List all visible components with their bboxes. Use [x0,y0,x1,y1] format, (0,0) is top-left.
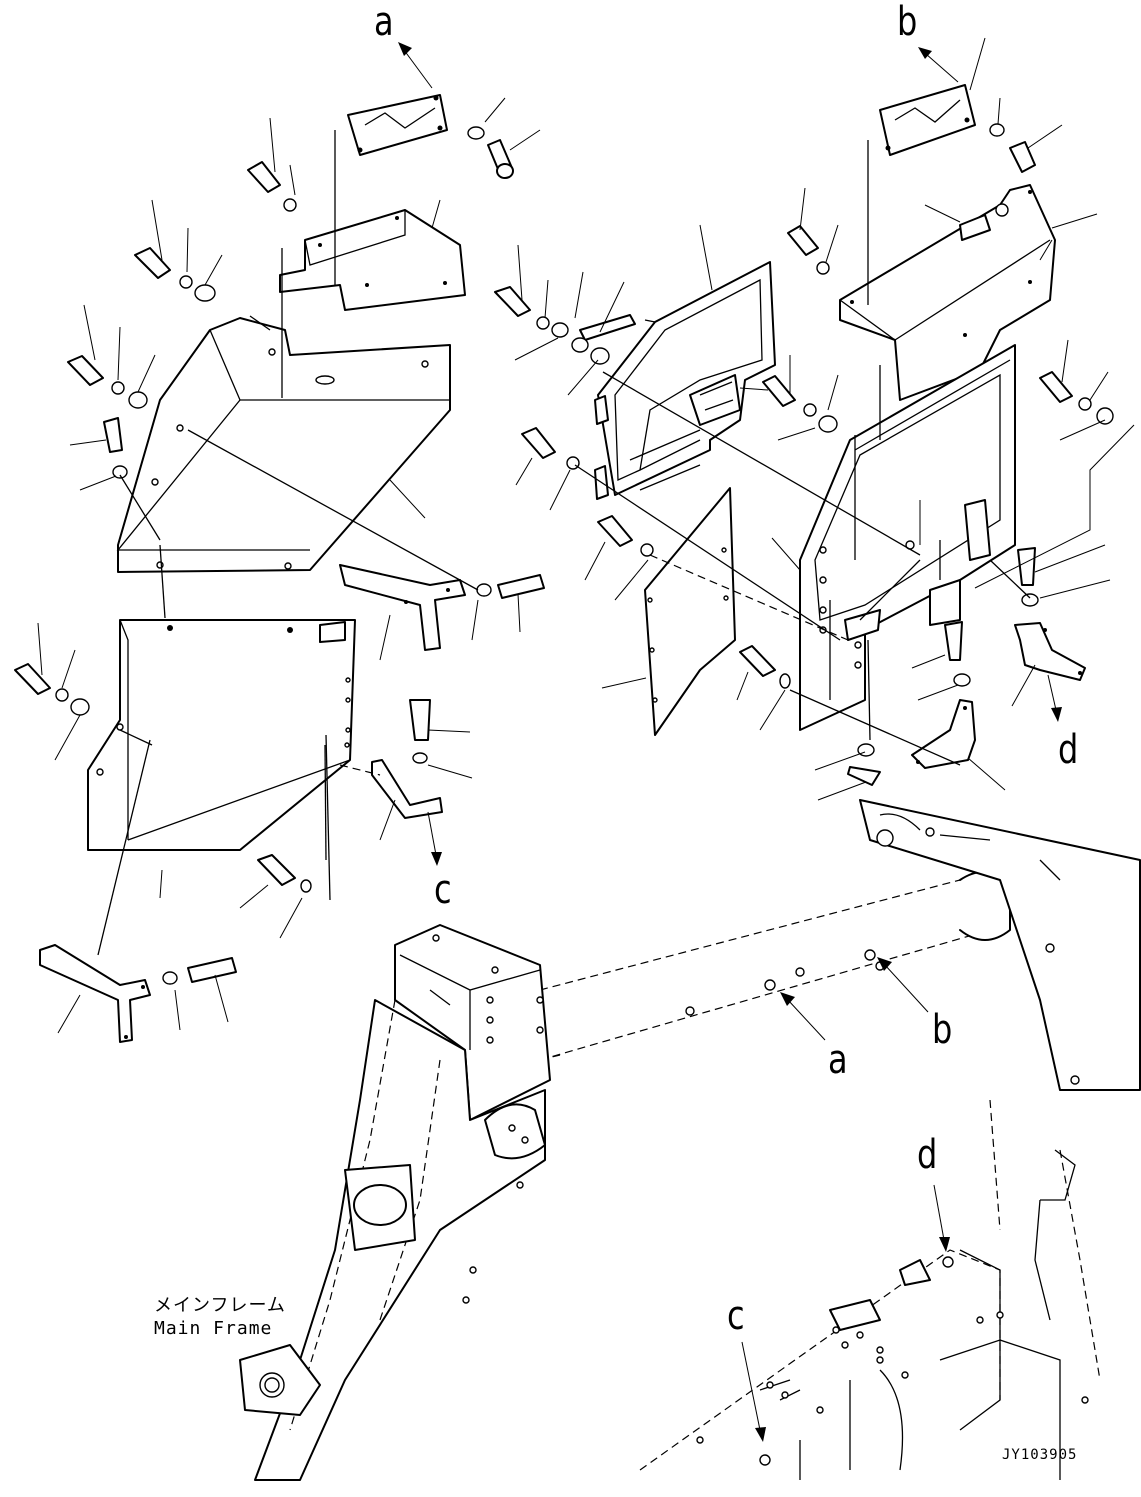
drawing-code: JY103905 [1002,1447,1078,1463]
left-cover-assembly [14,94,545,1043]
main-frame-caption-en: Main Frame [154,1318,273,1339]
ref-label-a: a [374,0,394,45]
leader-lines [37,37,1135,1034]
ref-label-b: b [897,0,918,45]
ref-label-c: c [434,867,452,913]
alignment-lines [97,130,1031,956]
right-cover-assembly [494,84,1114,786]
frame-ref-label-a: a [828,1037,848,1083]
main-frame [239,799,1141,1481]
frame-ref-label-d: d [917,1132,938,1178]
frame-ref-label-c: c [727,1293,745,1339]
ref-label-d: d [1058,727,1079,773]
frame-ref-label-b: b [932,1007,953,1053]
main-frame-caption-jp: メインフレーム [154,1295,286,1316]
reference-arrows [398,42,1062,1442]
